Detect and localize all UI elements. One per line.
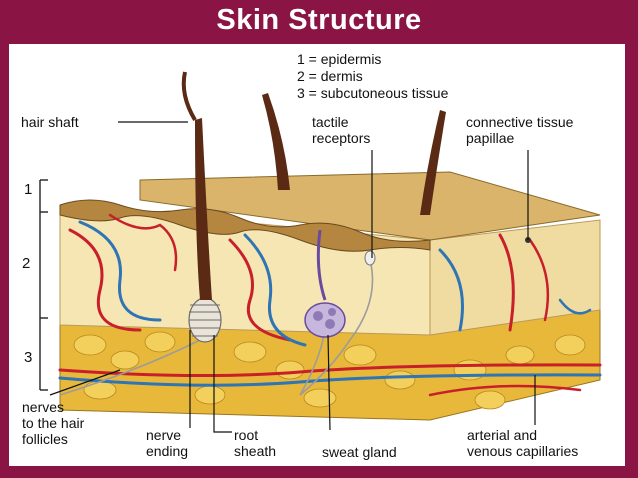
slide-title: Skin Structure <box>216 4 422 36</box>
label-hair-shaft: hair shaft <box>21 114 79 130</box>
label-nerve-ending: nerve ending <box>146 427 189 459</box>
label-root-sheath: root sheath <box>234 427 277 459</box>
diagram-panel: 1 = epidermis 2 = dermis 3 = subcutoneou… <box>9 44 625 466</box>
legend-subcutaneous: 3 = subcutoneous tissue <box>297 85 449 101</box>
leader-lines <box>49 121 536 433</box>
epidermis-layer <box>139 171 601 241</box>
skin-cross-section-illustration <box>39 71 602 433</box>
legend-dermis: 2 = dermis <box>297 68 363 84</box>
label-nerves-to-hair-follicles: nerves to the hair follicles <box>22 399 85 447</box>
hair-follicle <box>181 71 222 343</box>
label-arterial-venous-capillaries: arterial and venous capillaries <box>467 427 579 459</box>
label-sweat-gland: sweat gland <box>322 444 397 460</box>
layer-number-2: 2 <box>22 255 31 272</box>
layer-number-1: 1 <box>24 181 33 198</box>
hair-shaft-3 <box>420 110 446 215</box>
layer-bracket <box>39 179 48 391</box>
layer-number-3: 3 <box>24 349 33 366</box>
tactile-receptor <box>364 250 376 266</box>
label-connective-tissue-papillae: connective tissue papillae <box>466 114 574 146</box>
legend-epidermis: 1 = epidermis <box>297 51 382 67</box>
label-tactile-receptors: tactile receptors <box>312 114 371 146</box>
blood-vessels <box>58 213 602 397</box>
hair-shaft-2 <box>262 93 290 190</box>
sweat-gland <box>304 229 346 338</box>
